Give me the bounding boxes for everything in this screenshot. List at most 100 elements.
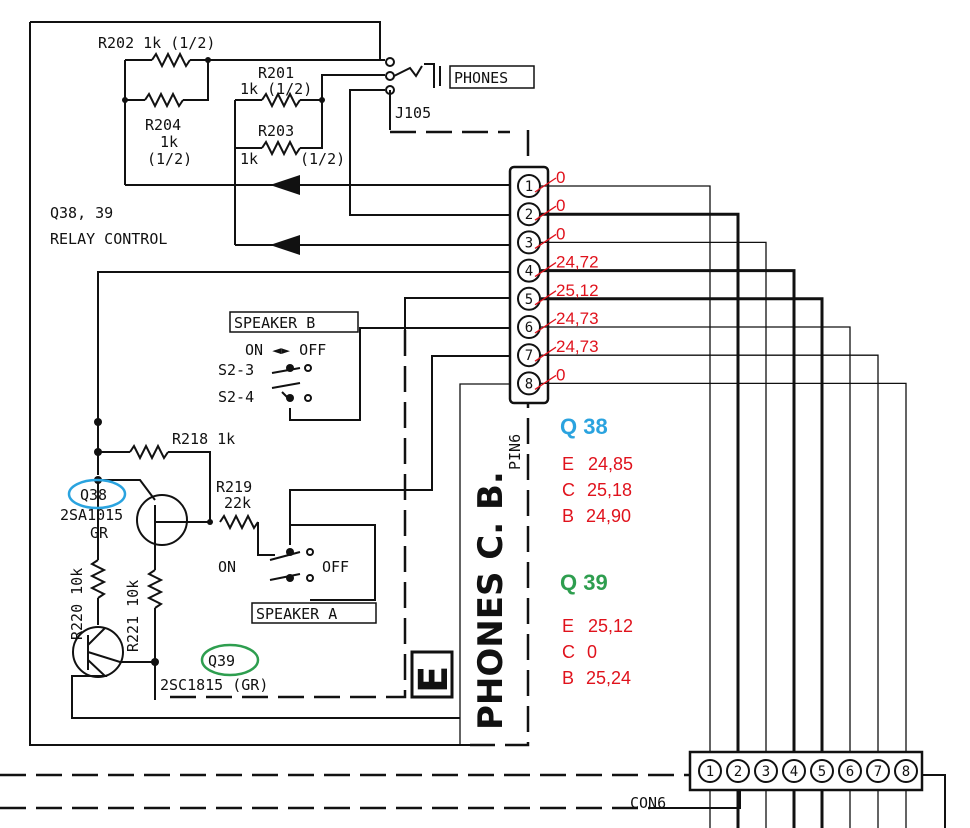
- e-box-label: E: [411, 666, 457, 693]
- r202-label: R202 1k (1/2): [98, 34, 215, 52]
- r201-wire-b: [300, 74, 385, 101]
- speaker-b-box: [229, 311, 359, 333]
- r219-wire-b: [257, 522, 275, 556]
- r202-zigzag: [151, 51, 191, 69]
- pin6-pin-8: [517, 371, 541, 396]
- phones-box: [449, 65, 535, 89]
- voltage-pointer: [534, 374, 557, 390]
- voltage-pointer: [534, 318, 557, 334]
- r218-zigzag: [129, 443, 169, 461]
- pin6-pin-6: [517, 315, 541, 339]
- sa-terminal: [286, 574, 294, 582]
- jack-icon: [393, 63, 441, 88]
- r203-wire: [234, 100, 262, 245]
- con6-pin-5: [810, 759, 834, 783]
- s2-4-label: S2-4: [218, 388, 254, 406]
- q39-highlight: [200, 643, 260, 677]
- pin6-wire: [289, 327, 515, 421]
- pin6-pin-7: [517, 343, 541, 368]
- r204-wire: [124, 60, 145, 185]
- r220-zigzag: [89, 559, 107, 599]
- con6-pin-2: [726, 759, 750, 783]
- r203-value: 1k: [240, 150, 258, 168]
- r218-label: R218 1k: [172, 430, 235, 448]
- jack-wire-3: [349, 89, 515, 216]
- jack-terminal: [385, 85, 395, 95]
- r219-label: R219: [216, 478, 252, 496]
- voltage-pointer: [534, 177, 557, 193]
- con6-pin-number: 4: [790, 764, 798, 780]
- s2-terminal: [286, 364, 294, 372]
- r204-value: 1k: [160, 133, 178, 151]
- q39-measure-title: Q 39: [560, 570, 608, 595]
- pin6-connector: [508, 165, 550, 405]
- pin-voltage-4: 24,72: [556, 253, 599, 272]
- on-off-label: ON ◄► OFF: [245, 341, 326, 359]
- con6-right-lead: [922, 774, 946, 828]
- e-box-dashed: [160, 330, 407, 699]
- q38-grade: GR: [90, 524, 109, 542]
- junction: [122, 97, 128, 103]
- r203-zigzag: [261, 139, 301, 157]
- pin6-pin-number: 2: [525, 207, 533, 223]
- con6-pin-7: [866, 759, 890, 783]
- q38-label: Q38: [80, 486, 107, 504]
- q38-type: 2SA1015: [60, 506, 123, 524]
- voltage-pointer: [534, 205, 557, 221]
- sa-terminal: [306, 574, 314, 582]
- r201-label: R201: [258, 64, 294, 82]
- pin6-pin-5: [517, 286, 541, 311]
- r220-label: R220 10k: [68, 568, 86, 640]
- speaker-a-box-label: [251, 602, 377, 624]
- pin7-wire: [289, 355, 515, 545]
- sa-terminal: [286, 548, 294, 556]
- speaker-a-on: ON: [218, 558, 236, 576]
- pin-voltage-8: 0: [556, 365, 565, 384]
- pin6-label: PIN6: [506, 434, 524, 470]
- r204-wire-b: [183, 60, 209, 101]
- bus-line-5: [541, 297, 824, 828]
- pin6-pin-number: 5: [525, 292, 533, 308]
- bus-line-3: [541, 241, 767, 828]
- s2-terminal: [304, 364, 312, 372]
- con6-pin-number: 3: [762, 764, 770, 780]
- r203-wire-b: [300, 100, 323, 149]
- arrow-left-icon: [270, 175, 300, 195]
- voltage-pointer: [534, 290, 557, 306]
- q38-leads: [98, 479, 210, 570]
- voltage-pointer: [534, 262, 557, 278]
- s2-terminal: [304, 394, 312, 402]
- con6-pin-number: 2: [734, 764, 742, 780]
- r221-label: R221 10k: [124, 580, 142, 652]
- junction: [207, 519, 213, 525]
- pin5-wire: [404, 297, 515, 330]
- s2-3-label: S2-3: [218, 361, 254, 379]
- con6-pin-8: [894, 759, 918, 783]
- pin-voltage-2: 0: [556, 196, 565, 215]
- con6-pin-number: 1: [706, 764, 714, 780]
- pin-voltage-1: 0: [556, 168, 565, 187]
- con6-pin-number: 6: [846, 764, 854, 780]
- pin-voltage-6: 24,73: [556, 309, 599, 328]
- pin-voltage-3: 0: [556, 224, 565, 243]
- pin6-pin-number: 1: [525, 179, 533, 195]
- junction: [94, 418, 102, 426]
- r201-value: 1k (1/2): [240, 80, 312, 98]
- con6-pin-1: [698, 759, 722, 783]
- speaker-a-label: SPEAKER A: [256, 605, 337, 623]
- pin-voltage-5: 25,12: [556, 281, 599, 300]
- pin6-pin-2: [517, 202, 541, 227]
- pin6-pin-number: 3: [525, 235, 533, 251]
- r201-zigzag: [261, 91, 301, 109]
- con6-pin-6: [838, 759, 862, 783]
- arrow-left-icon: [270, 235, 300, 255]
- con6-pin-number: 8: [902, 764, 910, 780]
- pin6-pin-4: [517, 258, 541, 283]
- jack-terminal: [385, 71, 395, 81]
